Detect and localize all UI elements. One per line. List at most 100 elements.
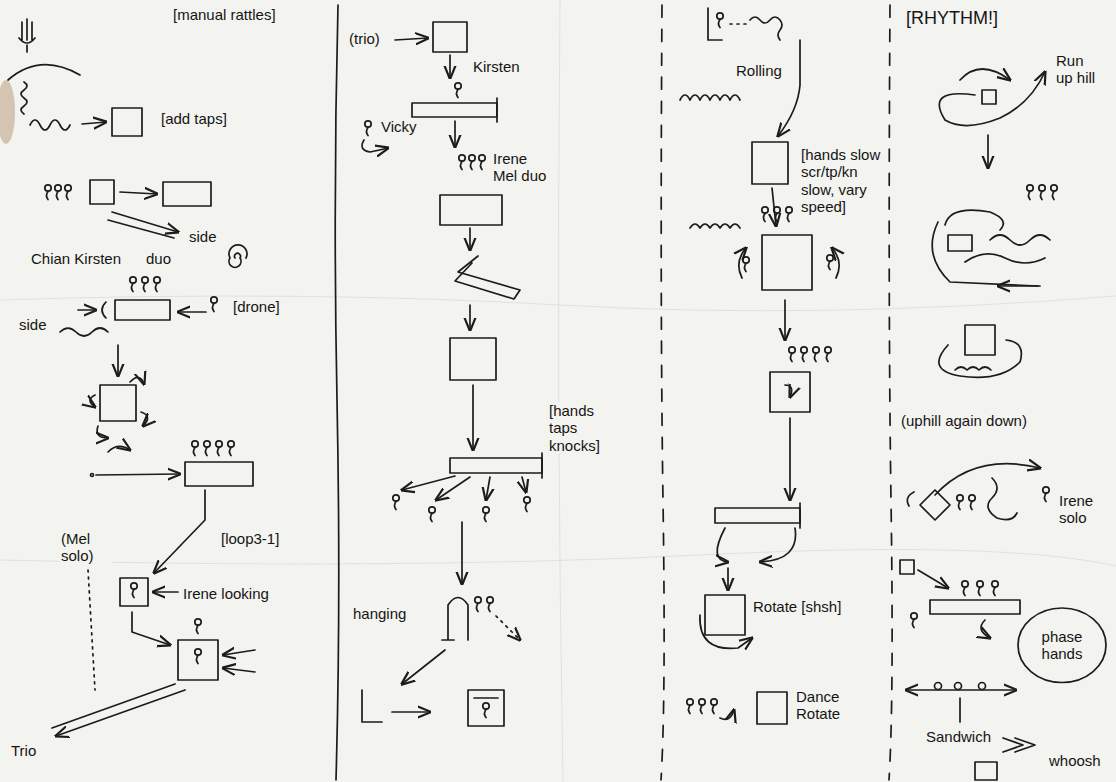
performer-figure xyxy=(192,441,198,456)
flow-arrow-line xyxy=(108,220,174,238)
stage-box xyxy=(752,142,788,184)
column-divider xyxy=(335,5,339,780)
paper-stain xyxy=(0,80,15,144)
l-shape xyxy=(362,690,382,722)
flow-arrow xyxy=(717,528,728,562)
performer-figure xyxy=(429,507,435,522)
handwritten-note: Chian Kirsten xyxy=(30,250,122,267)
stage-box xyxy=(185,462,253,486)
tick xyxy=(799,503,801,528)
performer-dot xyxy=(955,683,962,690)
note-anchor: Rolling xyxy=(735,62,783,79)
performer-figure xyxy=(228,441,234,456)
stage-box xyxy=(705,595,745,635)
note-anchor: (trio) xyxy=(348,30,381,47)
squiggle xyxy=(955,367,991,370)
handwritten-note: Vicky xyxy=(380,118,418,135)
turn-arrow xyxy=(130,377,144,384)
handwritten-note: Irene Mel duo xyxy=(492,150,556,185)
stage-box xyxy=(90,180,114,204)
flow-arrow xyxy=(78,309,96,311)
turn-arrow xyxy=(907,492,914,506)
handwritten-note: Irene solo xyxy=(1058,492,1110,527)
performer-figure xyxy=(1051,185,1057,200)
flow-arrow xyxy=(112,212,178,232)
handwritten-note: hanging xyxy=(352,605,407,622)
zigzag-shape xyxy=(455,256,520,299)
stage-box xyxy=(900,560,914,574)
note-anchor: (uphill again down) xyxy=(900,412,1028,429)
squiggle xyxy=(60,328,108,336)
loop-line xyxy=(939,340,1022,377)
flow-arrow xyxy=(395,38,428,40)
flow-arrow xyxy=(469,305,471,330)
whoosh-marks xyxy=(1003,738,1035,752)
handwritten-note: [hands slow scr/tp/kn slow, vary speed] xyxy=(800,146,888,215)
flow-arrow xyxy=(784,300,786,340)
flow-arrow xyxy=(778,40,800,136)
flow-arrow xyxy=(402,476,455,490)
stage-box xyxy=(163,182,211,206)
hill-arc xyxy=(8,65,80,80)
handwritten-note: whoosh xyxy=(1048,752,1102,769)
squiggle-arrow xyxy=(108,446,130,452)
handwritten-note: Kirsten xyxy=(472,58,521,75)
dotted-line xyxy=(88,570,95,690)
performer-figure xyxy=(216,441,222,456)
performer-dot xyxy=(935,683,942,690)
performer-figure xyxy=(204,441,210,456)
performer-figure xyxy=(774,207,780,222)
flow-arrow xyxy=(132,612,170,645)
handwritten-note: Sandwich xyxy=(925,728,992,745)
turn-arrow xyxy=(739,248,746,278)
note-anchor: [add taps] xyxy=(160,110,228,127)
column-one-sketch xyxy=(8,19,255,736)
handwritten-note: Trio xyxy=(10,742,37,759)
note-anchor: duo xyxy=(145,250,172,267)
performer-figure xyxy=(142,277,148,292)
spiral xyxy=(229,245,247,267)
performer-figure xyxy=(393,495,399,510)
rolling-loops xyxy=(690,224,740,228)
stage-bench xyxy=(930,600,1020,614)
leader-line xyxy=(959,698,961,722)
column-three-sketch xyxy=(680,8,839,724)
performer-figure xyxy=(55,185,61,200)
turn-arrow xyxy=(832,248,839,278)
flow-arrow-line xyxy=(52,684,175,728)
note-anchor: [RHYTHM!] xyxy=(905,8,999,29)
stage-box xyxy=(468,690,504,726)
note-anchor: [loop3-1] xyxy=(220,530,280,547)
performer-figure xyxy=(154,277,160,292)
tick xyxy=(541,453,543,478)
run-arrow xyxy=(939,72,1045,126)
handwritten-note: Irene looking xyxy=(182,585,270,602)
handwritten-note: side xyxy=(188,228,218,245)
flow-arrow xyxy=(522,477,526,492)
flow-arrow xyxy=(998,285,1040,287)
note-anchor: Kirsten xyxy=(472,58,521,75)
note-anchor: (Mel solo) xyxy=(60,530,112,565)
rolling-loops xyxy=(680,95,740,100)
performer-figure xyxy=(1043,487,1049,502)
note-anchor: Rotate [shsh] xyxy=(752,598,842,615)
performer-figure xyxy=(455,83,461,98)
performer-figure xyxy=(483,507,489,522)
performer-figure xyxy=(717,13,723,28)
loop-line xyxy=(932,222,1038,286)
performer-figure xyxy=(977,581,983,596)
stage-box xyxy=(178,640,218,680)
flow-arrow xyxy=(918,570,948,588)
flow-arrow xyxy=(153,591,178,593)
handwritten-note: duo xyxy=(145,250,172,267)
performer-figure xyxy=(195,619,201,634)
handwritten-note: [loop3-1] xyxy=(220,530,280,547)
performer-figure xyxy=(813,347,819,362)
squiggle xyxy=(750,17,782,40)
stage-box xyxy=(757,692,787,724)
node-text: phase hands xyxy=(1036,628,1088,663)
squiggle xyxy=(988,478,1017,520)
note-anchor: Irene Mel duo xyxy=(492,150,556,185)
performer-figure xyxy=(743,257,749,272)
